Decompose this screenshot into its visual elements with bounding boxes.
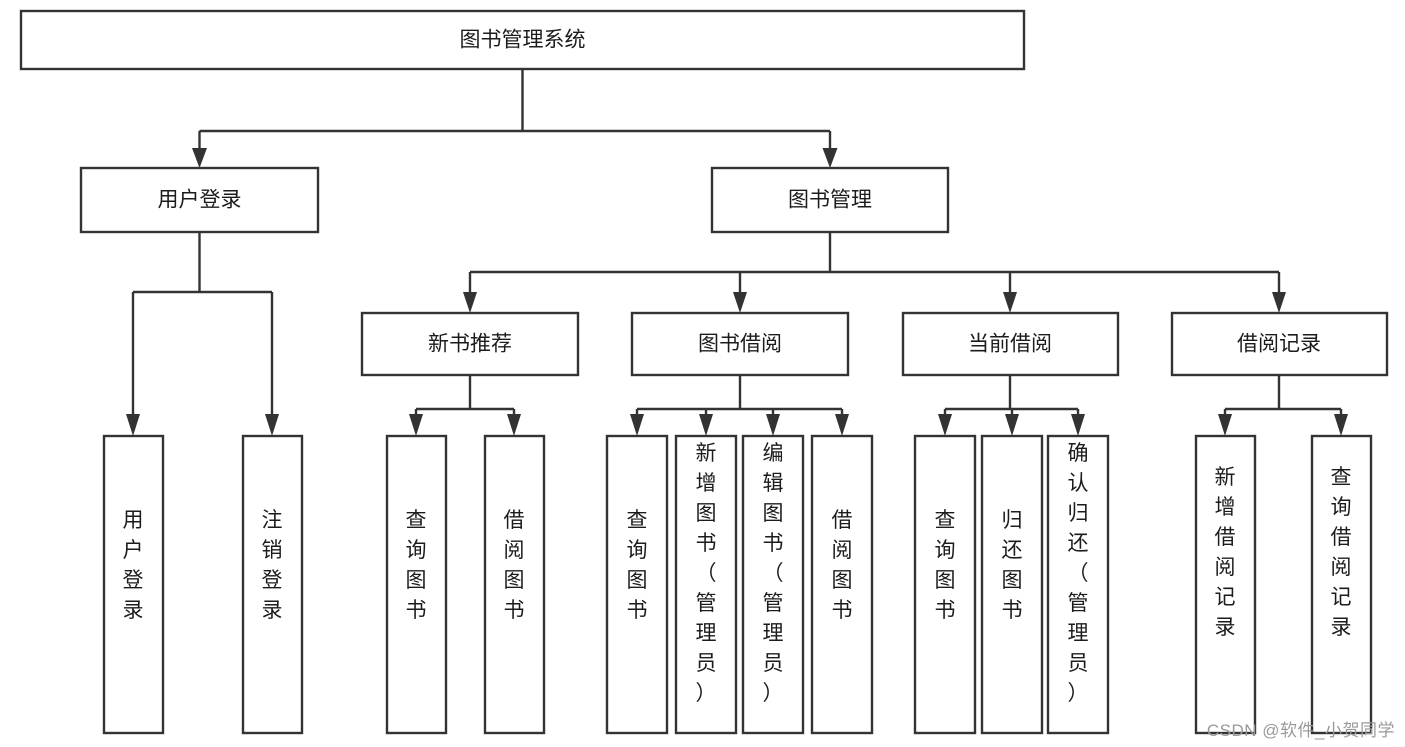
leaf-bookborrow-query[interactable]: 查询图书 — [605, 434, 669, 735]
arrowhead-userlogin — [192, 148, 207, 168]
leaf-borrowrecord-add-box[interactable] — [1194, 434, 1257, 735]
leaf-currentborrow-confirm-label: 确认归还（管理员） — [1068, 442, 1089, 705]
leaf-borrowrecord-query[interactable]: 查询借阅记录 — [1310, 434, 1373, 735]
arrowhead-bookborrow — [733, 292, 747, 313]
connector-group-borrowrecord — [1218, 375, 1348, 436]
leaf-currentborrow-return-box[interactable] — [980, 434, 1044, 735]
connector-group-userlogin — [126, 232, 279, 436]
arrowhead-borrowrecord — [1272, 292, 1286, 313]
leaf-bookborrow-query-box[interactable] — [605, 434, 669, 735]
arrowhead-bb-leaf3 — [766, 414, 780, 436]
leaf-newbook-borrow[interactable]: 借阅图书 — [483, 434, 546, 735]
leaf-currentborrow-confirm-box[interactable] — [1046, 434, 1110, 735]
leaf-bookborrow-edit-label: 编辑图书（管理员） — [763, 442, 784, 705]
leaf-newbook-query-label: 查询图书 — [406, 509, 427, 622]
connector-group-bookmgmt — [463, 232, 1286, 313]
arrowhead-br-leaf1 — [1218, 414, 1232, 436]
leaf-bookborrow-edit-box[interactable] — [741, 434, 805, 735]
node-user-login-box[interactable] — [79, 166, 320, 234]
node-root-label: 图书管理系统 — [460, 29, 586, 52]
leaf-borrowrecord-query-box[interactable] — [1310, 434, 1373, 735]
arrowhead-cb-leaf2 — [1005, 414, 1019, 436]
leaf-borrowrecord-add-label: 新增借阅记录 — [1215, 466, 1236, 639]
leaf-bookborrow-add-box[interactable] — [674, 434, 738, 735]
leaf-currentborrow-return[interactable]: 归还图书 — [980, 434, 1044, 735]
arrowhead-bb-leaf1 — [630, 414, 644, 436]
node-new-book-recommend-box[interactable] — [360, 311, 580, 377]
leaf-currentborrow-query-label: 查询图书 — [935, 509, 956, 622]
connector-group-currentborrow — [938, 375, 1085, 436]
node-borrow-record-box[interactable] — [1170, 311, 1389, 377]
node-root-box[interactable] — [19, 9, 1026, 71]
node-book-management-label: 图书管理 — [788, 189, 872, 212]
arrowhead-br-leaf2 — [1334, 414, 1348, 436]
arrowhead-leaf-logout — [265, 414, 279, 436]
leaf-borrowrecord-query-label: 查询借阅记录 — [1331, 466, 1352, 639]
leaf-user-login-login[interactable]: 用户登录 — [102, 434, 165, 735]
node-current-borrow-label: 当前借阅 — [968, 333, 1052, 356]
connector-group-root — [192, 69, 838, 168]
leaf-user-login-login-label: 用户登录 — [123, 509, 144, 622]
arrowhead-leaf-user-login — [126, 414, 140, 436]
node-book-management-box[interactable] — [710, 166, 950, 234]
arrowhead-nb-leaf2 — [507, 414, 521, 436]
arrowhead-bb-leaf2 — [699, 414, 713, 436]
node-book-borrow-box[interactable] — [630, 311, 850, 377]
leaf-newbook-borrow-box[interactable] — [483, 434, 546, 735]
leaf-currentborrow-return-label: 归还图书 — [1002, 509, 1023, 622]
arrowhead-nb-leaf1 — [409, 414, 423, 436]
connector-group-newbook — [409, 375, 521, 436]
leaf-newbook-borrow-label: 借阅图书 — [504, 509, 525, 622]
leaf-user-login-logout-box[interactable] — [241, 434, 304, 735]
csdn-watermark: CSDN @软件_小贺同学 — [1206, 721, 1395, 740]
leaf-newbook-query-box[interactable] — [385, 434, 448, 735]
arrowhead-newbook — [463, 292, 477, 313]
node-borrow-record-label: 借阅记录 — [1237, 333, 1321, 356]
node-new-book-recommend-label: 新书推荐 — [428, 333, 512, 356]
leaf-user-login-login-box[interactable] — [102, 434, 165, 735]
node-user-login-label: 用户登录 — [158, 189, 242, 212]
node-borrow-record[interactable]: 借阅记录 — [1170, 311, 1389, 377]
leaf-bookborrow-add[interactable]: 新增图书（管理员） — [674, 434, 738, 735]
node-book-borrow[interactable]: 图书借阅 — [630, 311, 850, 377]
node-current-borrow-box[interactable] — [901, 311, 1120, 377]
leaf-borrowrecord-add[interactable]: 新增借阅记录 — [1194, 434, 1257, 735]
leaf-bookborrow-add-label: 新增图书（管理员） — [696, 442, 717, 705]
arrowhead-bookmgmt — [822, 148, 838, 168]
leaf-user-login-logout-label: 注销登录 — [262, 509, 283, 622]
leaf-bookborrow-borrow[interactable]: 借阅图书 — [810, 434, 874, 735]
node-new-book-recommend[interactable]: 新书推荐 — [360, 311, 580, 377]
arrowhead-bb-leaf4 — [835, 414, 849, 436]
leaf-currentborrow-confirm[interactable]: 确认归还（管理员） — [1046, 434, 1110, 735]
leaf-currentborrow-query[interactable]: 查询图书 — [913, 434, 977, 735]
node-book-management[interactable]: 图书管理 — [710, 166, 950, 234]
arrowhead-cb-leaf3 — [1071, 414, 1085, 436]
leaf-currentborrow-query-box[interactable] — [913, 434, 977, 735]
node-user-login[interactable]: 用户登录 — [79, 166, 320, 234]
leaf-bookborrow-edit[interactable]: 编辑图书（管理员） — [741, 434, 805, 735]
node-current-borrow[interactable]: 当前借阅 — [901, 311, 1120, 377]
leaf-bookborrow-query-label: 查询图书 — [627, 509, 648, 622]
leaf-newbook-query[interactable]: 查询图书 — [385, 434, 448, 735]
node-book-borrow-label: 图书借阅 — [698, 333, 782, 356]
connector-group-bookborrow — [630, 375, 849, 436]
node-root-system[interactable]: 图书管理系统 — [19, 9, 1026, 71]
leaf-user-login-logout[interactable]: 注销登录 — [241, 434, 304, 735]
arrowhead-currentborrow — [1003, 292, 1017, 313]
leaf-bookborrow-borrow-label: 借阅图书 — [832, 509, 853, 622]
arrowhead-cb-leaf1 — [938, 414, 952, 436]
leaf-bookborrow-borrow-box[interactable] — [810, 434, 874, 735]
